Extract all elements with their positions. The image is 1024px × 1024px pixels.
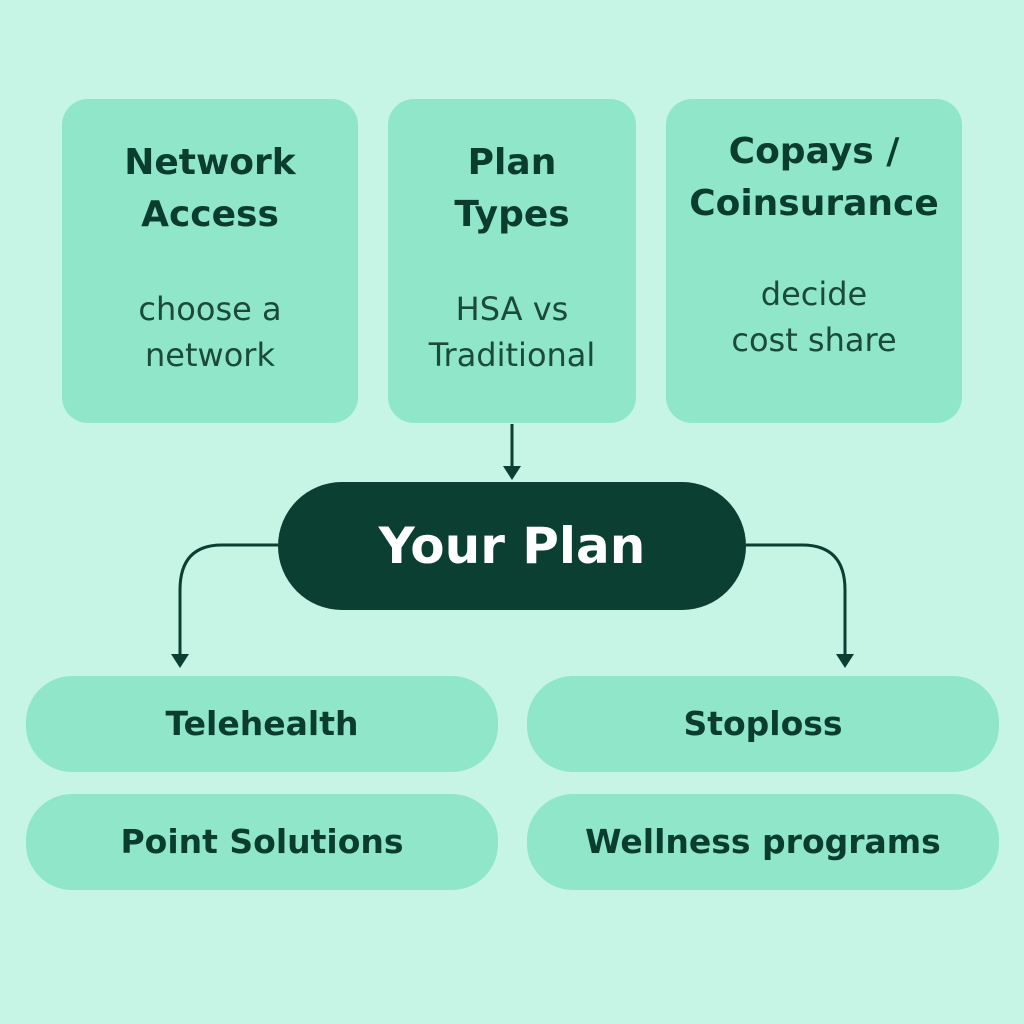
card-network-access: Network Access choose a network [62, 99, 358, 423]
arrow-telehealth-head [171, 654, 189, 668]
hub-your-plan: Your Plan [278, 482, 746, 610]
card-desc-network-access: choose a network [138, 290, 282, 374]
arrow-hub-to-stoploss [746, 543, 847, 656]
arrow-hub-to-plan-types-head [503, 466, 521, 480]
arrow-stoploss-head [836, 654, 854, 668]
card-desc-plan-types: HSA vs Traditional [428, 290, 596, 374]
output-stoploss: Stoploss [527, 676, 999, 772]
card-copays-coinsurance: Copays / Coinsurance decide cost share [666, 99, 962, 423]
card-title-network-access: Network Access [124, 142, 296, 235]
card-plan-types: Plan Types HSA vs Traditional [388, 99, 636, 423]
card-desc-copays-coinsurance: decide cost share [731, 275, 897, 359]
card-title-copays-coinsurance: Copays / Coinsurance [689, 131, 939, 224]
card-title-plan-types: Plan Types [454, 142, 570, 235]
output-point-solutions: Point Solutions [26, 794, 498, 890]
arrow-hub-to-telehealth [178, 543, 278, 656]
output-telehealth: Telehealth [26, 676, 498, 772]
output-wellness-programs: Wellness programs [527, 794, 999, 890]
